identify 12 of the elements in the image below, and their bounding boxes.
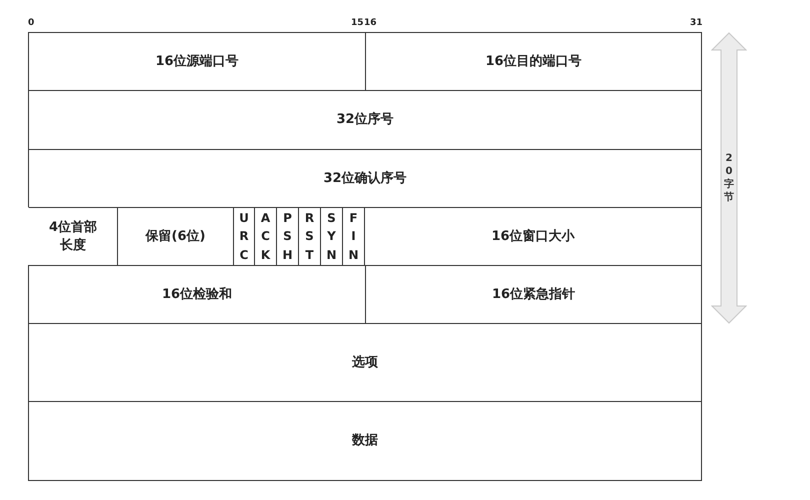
field-cell: 32位确认序号 bbox=[28, 149, 702, 208]
bit-number: 0 bbox=[28, 18, 34, 28]
field-cell: 16位目的端口号 bbox=[365, 32, 702, 91]
field-cell: 16位源端口号 bbox=[28, 32, 366, 91]
bit-number: 31 bbox=[690, 18, 703, 28]
bit-number: 15 bbox=[351, 18, 364, 28]
field-cell: 数据 bbox=[28, 401, 702, 481]
bit-number: 16 bbox=[364, 18, 377, 28]
field-cell: 32位序号 bbox=[28, 90, 702, 150]
double-arrow bbox=[711, 32, 747, 324]
size-label: 20字节 bbox=[723, 152, 735, 204]
field-cell: 选项 bbox=[28, 323, 702, 402]
